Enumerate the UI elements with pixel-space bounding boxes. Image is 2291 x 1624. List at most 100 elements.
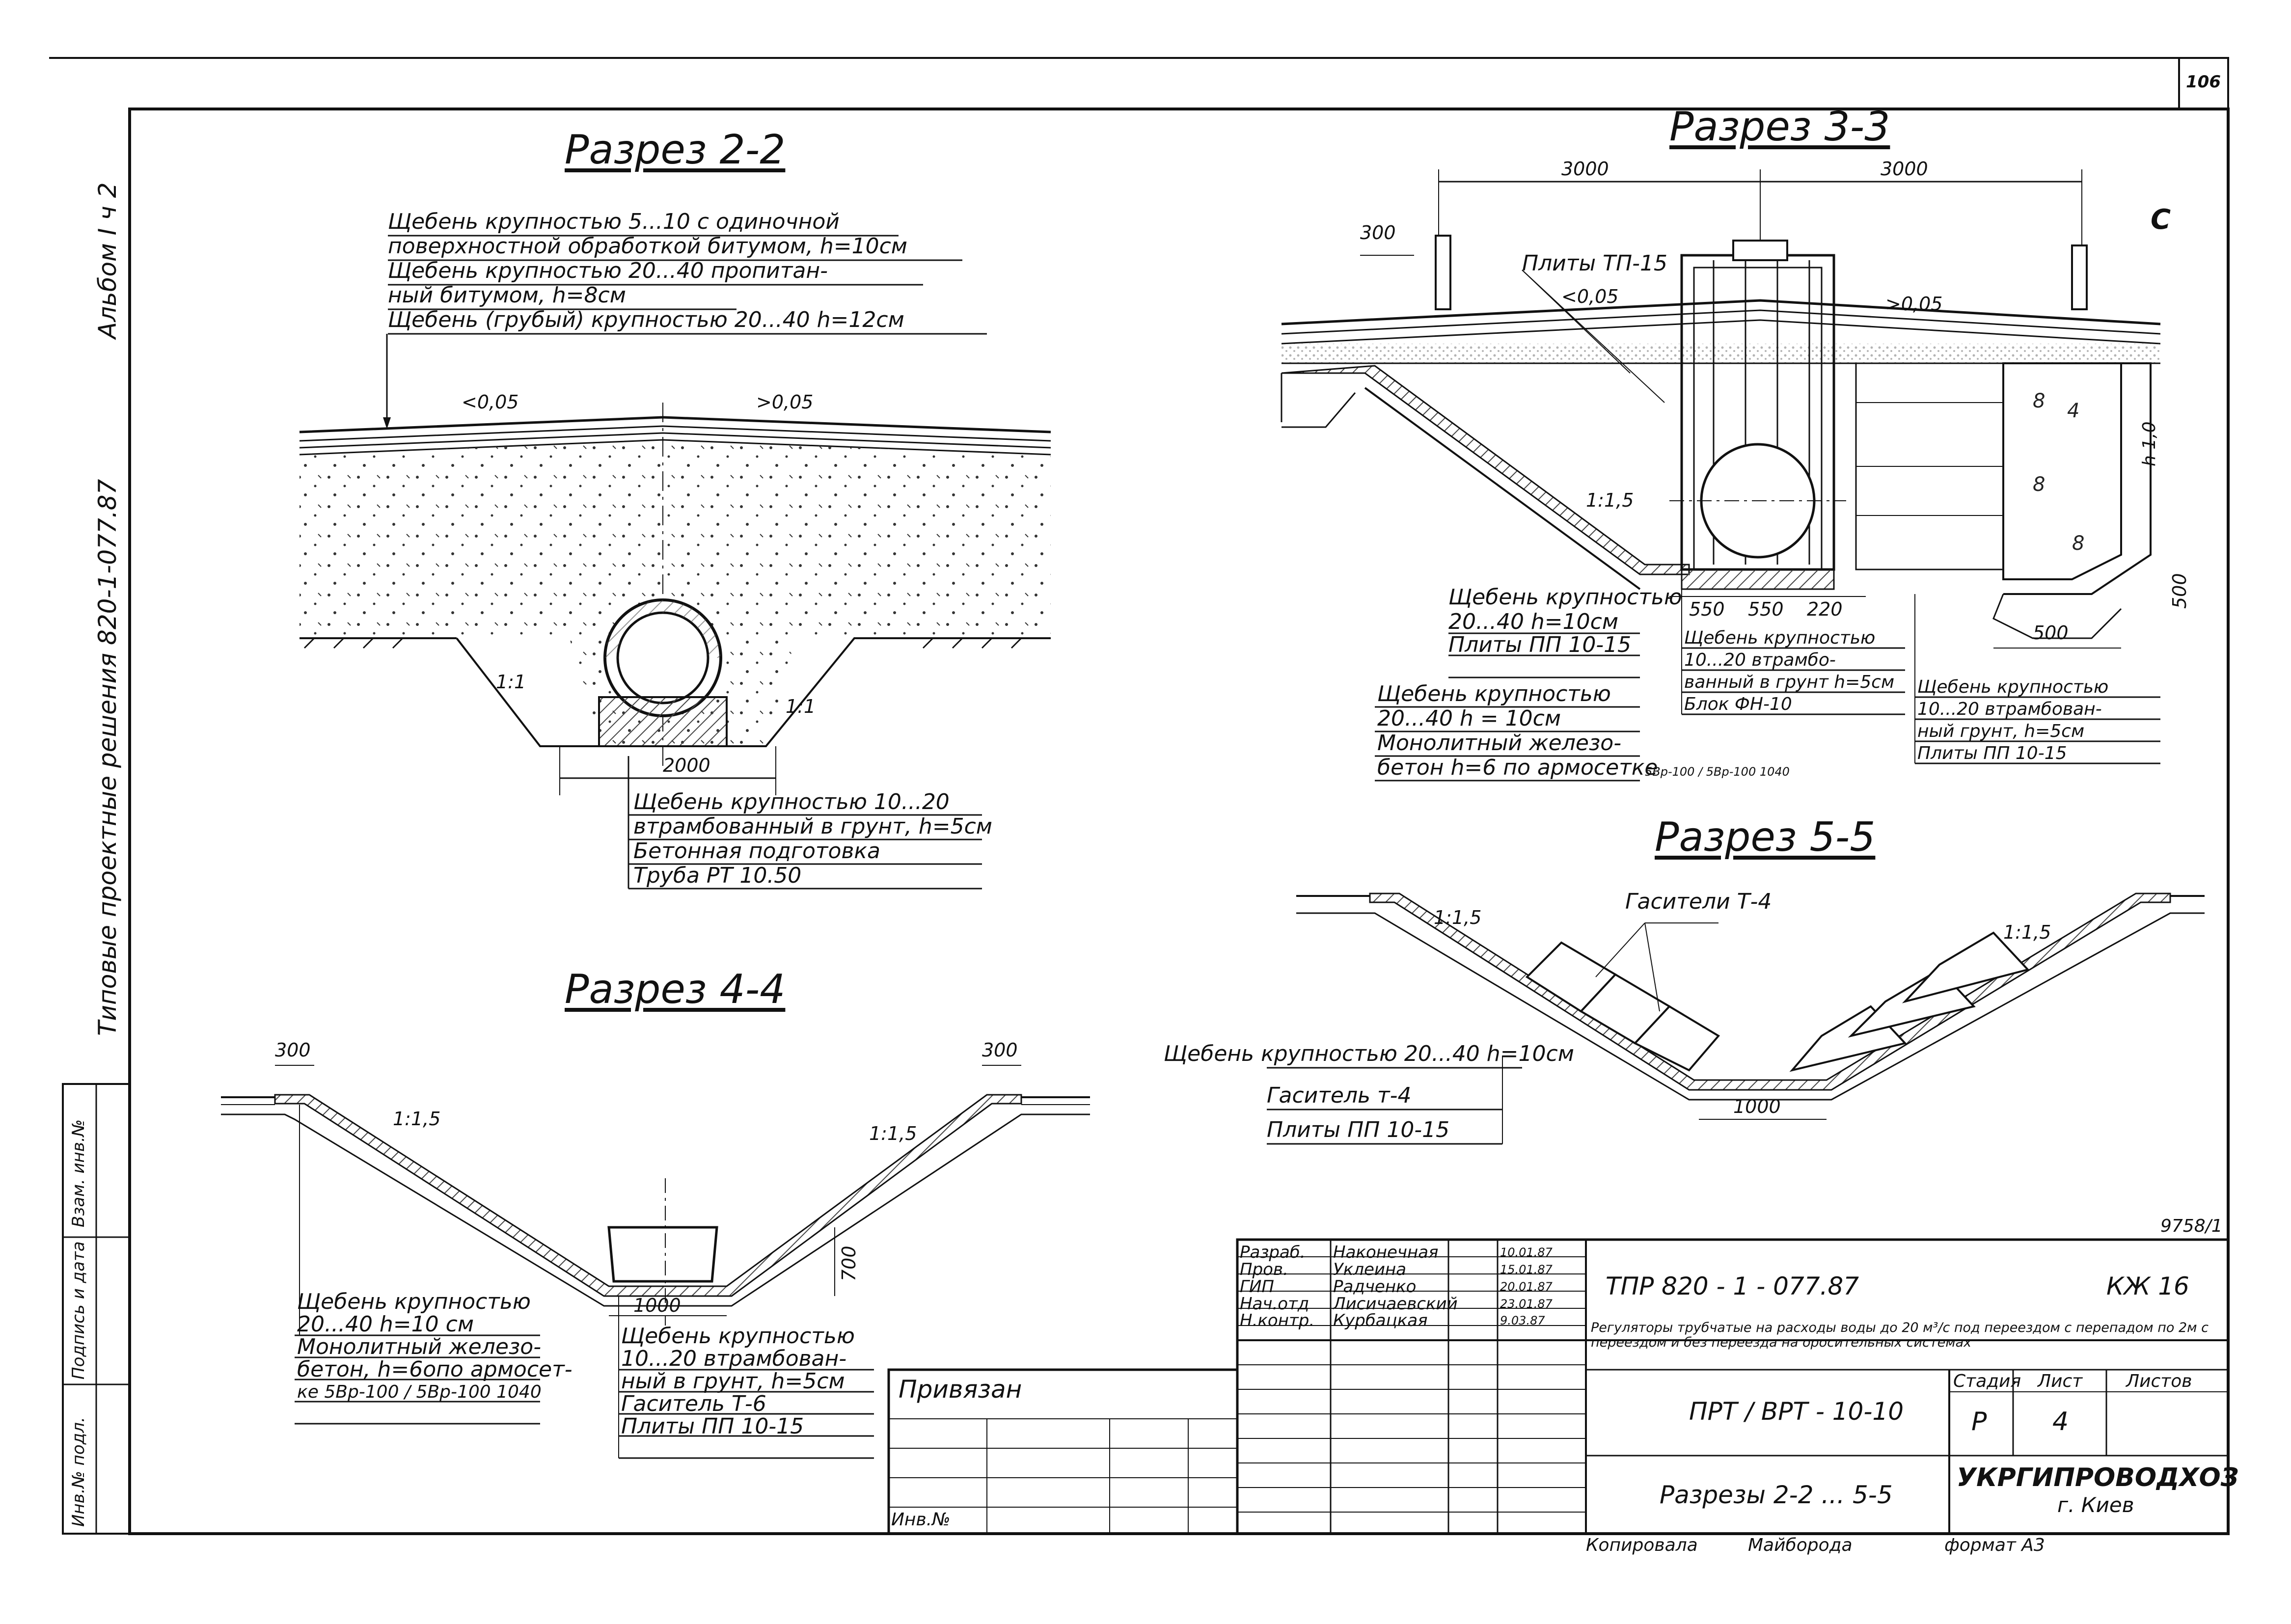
note-right: Гаситель Т-6 (621, 1391, 766, 1416)
section-2-2-title: Разрез 2-2 (565, 127, 786, 173)
copied-label: Копировала (1586, 1535, 1698, 1555)
slope-ratio-label: 1:1,5 (1434, 907, 1482, 928)
layer-note: Щебень крупностью 20...40 пропитан- (388, 258, 828, 283)
date-cell: 9.03.87 (1500, 1314, 1545, 1327)
slope-label: >0,05 (756, 391, 814, 413)
role-cell: Нач.отд (1240, 1294, 1309, 1314)
name-cell: Наконечная (1333, 1243, 1439, 1262)
copier-name: Майборода (1748, 1535, 1853, 1555)
drawing-code: ТПР 820 - 1 - 077.87 (1606, 1272, 1859, 1300)
note-right: ный грунт, h=5см (1917, 721, 2085, 741)
note-left: Монолитный железо- (297, 1334, 542, 1359)
layer-note: ный битумом, h=8см (388, 283, 626, 308)
note-left: Щебень крупностью (297, 1289, 531, 1314)
note-mid: ванный в грунт h=5см (1684, 672, 1895, 692)
note-mid: 10...20 втрамбо- (1684, 650, 1836, 670)
note: Плиты ПП 10-15 (1267, 1117, 1450, 1142)
marker-c: С (2151, 204, 2171, 236)
svg-text:4: 4 (2067, 400, 2079, 422)
dimension-label: 500 (2033, 622, 2069, 644)
note-bottom: бетон h=6 по армосетке (1377, 755, 1658, 780)
note-right: 10...20 втрамбован- (1917, 699, 2102, 719)
dampers-label: Гасители Т-4 (1625, 889, 1772, 914)
note-bottom: 20...40 h = 10см (1377, 706, 1561, 731)
svg-text:8: 8 (2072, 532, 2084, 555)
date-cell: 23.01.87 (1500, 1297, 1553, 1311)
mesh-label: 5Вр-100 / 5Вр-100 1040 (1645, 765, 1790, 779)
role-cell: Н.контр. (1240, 1311, 1315, 1330)
sheet-mark: КЖ 16 (2106, 1272, 2189, 1300)
organization: УКРГИПРОВОДХОЗ (1957, 1463, 2239, 1492)
section-3-3-title: Разрез 3-3 (1669, 104, 1890, 150)
section-2-2-drawing (299, 235, 1051, 890)
format-label: формат А3 (1944, 1535, 2045, 1555)
role-cell: Разраб. (1240, 1243, 1306, 1262)
slope-ratio-label: 1:1,5 (393, 1108, 441, 1130)
section-5-5-drawing (1267, 893, 2205, 1145)
section-4-4-drawing (221, 1065, 1090, 1459)
dimension-label: 550 (1689, 598, 1725, 620)
dimension-label: 300 (275, 1039, 311, 1061)
drawing-title: Разрезы 2-2 ... 5-5 (1660, 1481, 1893, 1509)
dimension-label: 300 (1360, 222, 1396, 244)
section-5-5-title: Разрез 5-5 (1655, 814, 1876, 861)
role-cell: Пров. (1240, 1260, 1288, 1279)
layer-note: Щебень крупностью 5...10 с одиночной (388, 209, 840, 234)
page-number: 106 (2186, 72, 2221, 92)
strip-signature-label: Подпись и дата (69, 1241, 88, 1380)
note-mid: Щебень крупностью (1684, 628, 1876, 648)
title-block-grid (887, 1238, 2230, 1535)
sheets-header: Листов (2126, 1371, 2192, 1391)
layer-note: поверхностной обработкой битумом, h=10см (388, 234, 907, 259)
note-left: ке 5Вр-100 / 5Вр-100 1040 (297, 1382, 542, 1402)
name-cell: Курбацкая (1333, 1311, 1428, 1330)
note-bottom: Щебень крупностью (1377, 681, 1611, 706)
note-bottom: Монолитный железо- (1377, 731, 1622, 756)
sheet-value: 4 (2052, 1407, 2069, 1436)
note-right: Щебень крупностью (621, 1324, 855, 1349)
slope-label: >0,05 (1885, 293, 1943, 315)
svg-text:8: 8 (2033, 473, 2045, 496)
dimension-label: 3000 (1881, 158, 1928, 180)
base-note: втрамбованный в грунт, h=5см (633, 814, 992, 839)
slope-ratio-label: 1:1,5 (869, 1123, 917, 1144)
bound-label: Привязан (899, 1375, 1022, 1404)
base-note: Щебень крупностью 10...20 (633, 789, 950, 814)
plates-label: Плиты ТП-15 (1522, 251, 1667, 276)
slope-ratio-label: 1:1,5 (1586, 489, 1634, 511)
stage-header: Стадия (1953, 1371, 2021, 1391)
album-caption: Альбом I ч 2 (93, 182, 122, 339)
series-caption: Типовые проектные решения 820-1-077.87 (93, 479, 122, 1036)
dimension-label: 500 (2169, 573, 2190, 609)
note-left: Щебень крупностью (1448, 585, 1682, 610)
role-cell: ГИП (1240, 1277, 1274, 1297)
note-left: 20...40 h=10 см (297, 1312, 474, 1337)
name-cell: Лисичаевский (1333, 1294, 1458, 1314)
name-cell: Уклеина (1333, 1260, 1407, 1279)
note-mid: Блок ФН-10 (1684, 694, 1792, 714)
note-right: ный в грунт, h=5см (621, 1369, 845, 1394)
base-note: Труба РТ 10.50 (633, 863, 802, 888)
section-4-4-title: Разрез 4-4 (565, 966, 786, 1013)
note-left: 20...40 h=10см (1448, 609, 1619, 634)
note-left: Плиты ПП 10-15 (1448, 632, 1632, 657)
dimension-label: 220 (1807, 598, 1843, 620)
city: г. Киев (2057, 1493, 2134, 1517)
inv-label: Инв.№ (891, 1510, 951, 1530)
layer-note: Щебень (грубый) крупностью 20...40 h=12с… (388, 307, 904, 332)
ref-mark: 9758/1 (2160, 1216, 2223, 1236)
dimension-label: 700 (838, 1245, 860, 1281)
note-right: 10...20 втрамбован- (621, 1346, 847, 1371)
note-right: Плиты ПП 10-15 (1917, 743, 2067, 763)
section-3-3-drawing: 8 4 8 8 (1281, 169, 2161, 782)
slope-ratio-label: 1:1 (496, 671, 526, 693)
dimension-label: 3000 (1561, 158, 1609, 180)
note-right: Щебень крупностью (1917, 677, 2109, 697)
project-description: Регуляторы трубчатые на расходы воды до … (1591, 1320, 2209, 1350)
date-cell: 10.01.87 (1500, 1245, 1553, 1259)
stage-value: Р (1971, 1407, 1987, 1436)
dimension-label: 300 (982, 1039, 1018, 1061)
note-right: Плиты ПП 10-15 (621, 1414, 804, 1439)
